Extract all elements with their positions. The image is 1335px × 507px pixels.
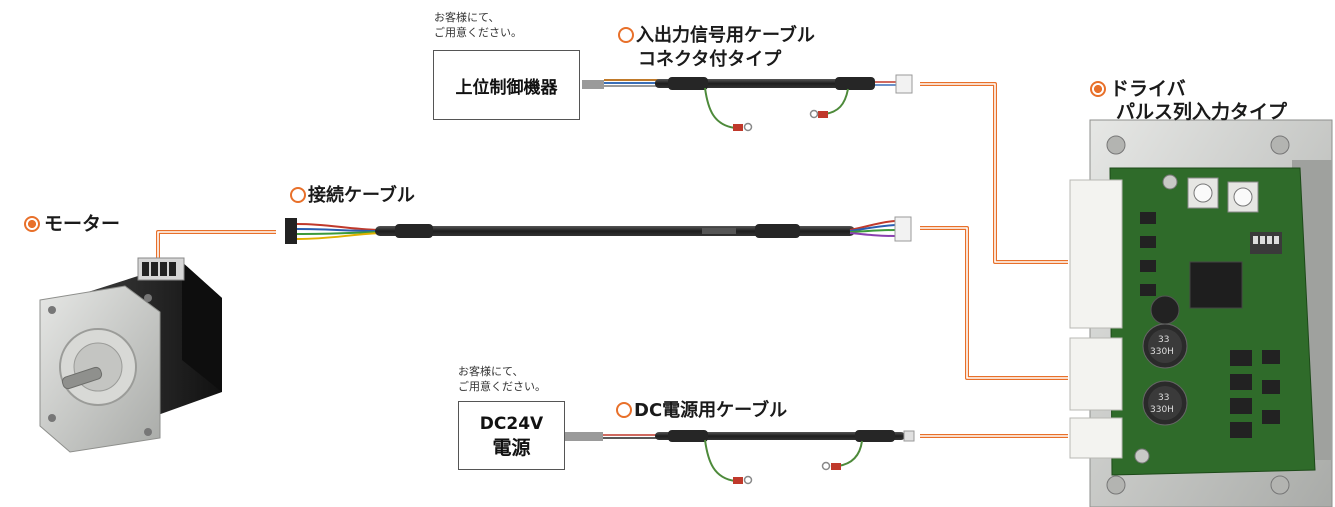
io-cable-label-line2: コネクタ付タイプ [638,49,782,70]
filled-bullet-icon [1090,81,1106,97]
controller-box-text: 上位制御機器 [455,77,558,98]
power-box-line2: 電源 [492,436,531,459]
dc-power-cable-image [565,430,915,485]
driver-board-image: 33 330H 33 330H [1069,119,1333,507]
driver-label-2: パルス列入力タイプ [1116,101,1287,123]
dc-cable-label-text: DC電源用ケーブル [634,400,788,421]
customer-note-top-line1: お客様にて、 [434,11,500,24]
dc-cable-label: DC電源用ケーブル [616,400,787,422]
driver-label-line2: パルス列入力タイプ [1116,101,1288,123]
capacitor-1-text-2: 330H [1150,347,1174,357]
connection-cable-label: 接続ケーブル [290,185,415,207]
customer-note-bottom-line2: ご用意ください。 [458,380,546,393]
motor-label-text: モーター [44,213,121,235]
driver-label: ドライバ [1090,78,1186,100]
connection-cable-label-text: 接続ケーブル [308,185,415,206]
io-cable-label: 入出力信号用ケーブル [618,25,815,47]
capacitor-1-text-1: 33 [1158,335,1169,345]
customer-note-top-line2: ご用意ください。 [434,26,522,39]
filled-bullet-icon [24,216,40,232]
io-cable-label-line1: 入出力信号用ケーブル [636,25,815,46]
connection-cable-image [285,216,912,244]
capacitor-2-text-1: 33 [1158,393,1169,403]
power-box-line1: DC24V [479,413,544,434]
controller-box: 上位制御機器 [433,50,580,120]
connection-lines [156,82,1068,438]
line-io-to-driver [920,82,1068,264]
power-supply-box: DC24V 電源 [458,401,565,470]
open-bullet-icon [618,27,634,43]
motor-label: モーター [24,213,120,235]
io-signal-cable-image [582,74,913,132]
open-bullet-icon [616,402,632,418]
customer-note-top: お客様にて、 ご用意ください。 [434,10,522,40]
driver-label-line1: ドライバ [1110,78,1186,100]
stepper-motor-image [39,257,222,453]
io-cable-label-2: コネクタ付タイプ [638,49,781,71]
open-bullet-icon [290,187,306,203]
capacitor-2-text-2: 330H [1150,405,1174,415]
customer-note-bottom: お客様にて、 ご用意ください。 [458,364,546,394]
customer-note-bottom-line1: お客様にて、 [458,365,524,378]
